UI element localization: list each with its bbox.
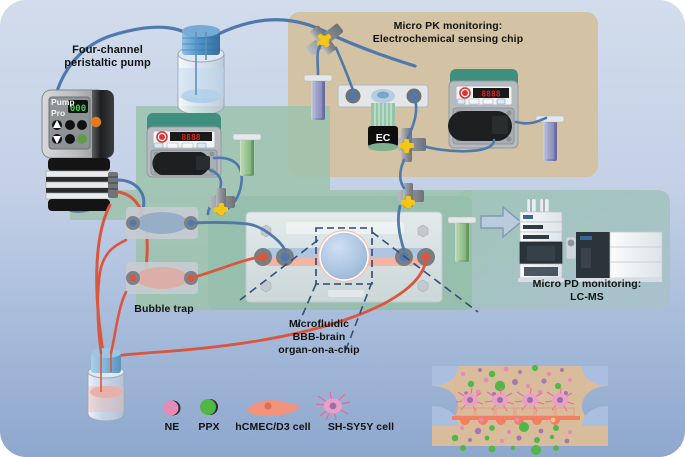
pump-brand-line1: Pump: [51, 97, 75, 107]
micro-pk-panel: [288, 12, 598, 177]
chip-label-line3: organ-on-a-chip: [278, 343, 360, 356]
micro-pd-title-line2: LC-MS: [570, 290, 604, 303]
ec-chip-label: EC: [376, 132, 391, 144]
bbb-chip: [245, 211, 443, 303]
syringe-pump-green-panel: 8888: [146, 113, 222, 178]
chip-label-line2: BBB-brain: [292, 330, 346, 343]
micro-pk-title-line1: Micro PK monitoring:: [393, 20, 503, 32]
legend-glyph-shsy5y: [315, 391, 351, 421]
syringe-pump-2-display: 8888: [481, 90, 500, 99]
particles-upper: [460, 364, 572, 396]
micro-pk-title: Micro PK monitoring: Electrochemical sen…: [343, 20, 553, 46]
chip-label: Microfluidic BBB-brain organ-on-a-chip: [264, 318, 374, 356]
legend-label-hcmec: hCMEC/D3 cell: [235, 421, 311, 433]
legend-glyphs: [163, 391, 351, 421]
valve-chip-outlet: [398, 183, 424, 209]
electrochemical-sensing-chip: EC: [337, 84, 429, 151]
tubing-reservoir-red: [96, 238, 128, 355]
reservoir-bottle-red: [87, 348, 125, 422]
endothelial-monolayer: [452, 407, 580, 425]
pump-label: Four-channel peristaltic pump: [45, 44, 170, 71]
lcms-instrument: [518, 198, 663, 282]
sample-vial-green-1: [232, 133, 262, 176]
legend-glyph-hcmec: [246, 400, 301, 417]
micro-pd-title-line1: Micro PD monitoring:: [532, 278, 642, 290]
bubble-trap-label: Bubble trap: [134, 303, 194, 315]
bubble-trap-blue: [126, 207, 198, 239]
tubing-pk: [316, 44, 548, 190]
legend-label-ne: NE: [164, 421, 180, 433]
peristaltic-pump: 000 Pump Pro: [41, 89, 118, 211]
sample-vial-green-2: [447, 216, 477, 262]
chip-label-line1: Microfluidic: [288, 318, 350, 330]
reservoir-bottle-blue: [177, 25, 225, 116]
tubing-chip-red: [102, 255, 428, 360]
tissue-inset: [432, 364, 608, 455]
legend-label-shsy5y: SH-SY5Y cell: [327, 421, 395, 433]
pump-brand-line2: Pro: [51, 108, 65, 118]
pump-label-line1: Four-channel: [72, 44, 143, 56]
syringe-pump-1-display: 8888: [181, 133, 200, 142]
legend-glyph-ppx: [200, 399, 218, 415]
particles-lower: [451, 422, 573, 455]
micro-pk-title-line2: Electrochemical sensing chip: [372, 32, 524, 45]
micro-pd-title: Micro PD monitoring: LC-MS: [503, 278, 671, 304]
legend-label-ppx: PPX: [198, 421, 220, 433]
syringe-pump-pk-panel: 8888: [448, 69, 519, 149]
pump-label-line2: peristaltic pump: [64, 57, 151, 70]
flow-arrow-to-lcms: [480, 205, 523, 239]
callout-dashed-lines: [239, 231, 479, 353]
valve-ec-outlet[interactable]: [398, 128, 426, 162]
bubble-trap-red: [126, 262, 198, 294]
tubing-chip-blue: [189, 204, 406, 252]
pump-display-value: 000: [70, 104, 86, 114]
legend-glyph-ne: [163, 400, 181, 416]
valve-chip-inlet: [209, 188, 235, 216]
valve-pk-inlet[interactable]: [299, 15, 349, 63]
neuron-layer: [455, 387, 575, 412]
